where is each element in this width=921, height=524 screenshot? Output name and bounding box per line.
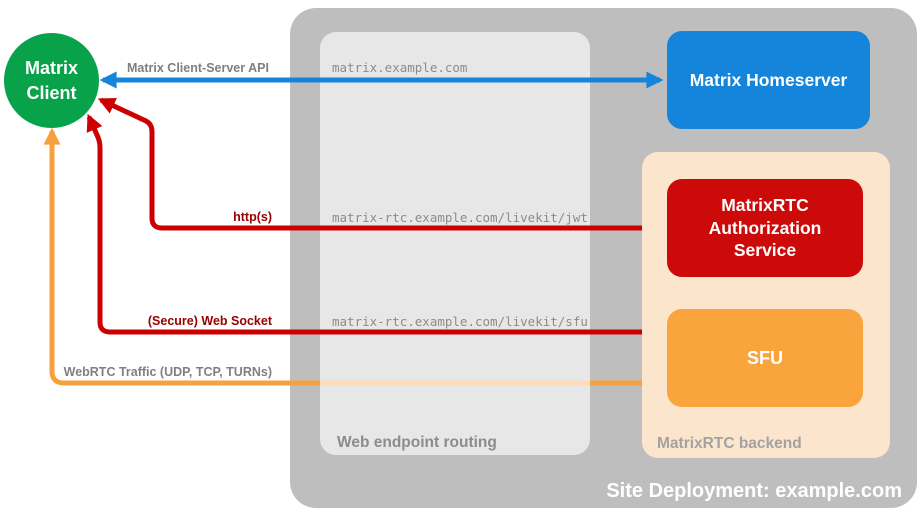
web-endpoint-routing-region	[320, 32, 590, 455]
client-server-api-label: Matrix Client-Server API	[127, 61, 269, 75]
matrix-client-label: Matrix Client	[24, 58, 78, 103]
matrix-homeserver-node: Matrix Homeserver	[667, 31, 870, 129]
web-endpoint-routing-label: Web endpoint routing	[337, 434, 497, 451]
webrtc-traffic-label: WebRTC Traffic (UDP, TCP, TURNs)	[63, 365, 272, 379]
endpoint-sfu-url: matrix-rtc.example.com/livekit/sfu	[332, 314, 588, 329]
matrixrtc-authorization-service-label: MatrixRTC Authorization Service	[708, 194, 822, 261]
websocket-label: (Secure) Web Socket	[147, 314, 272, 328]
site-deployment-label: Site Deployment: example.com	[606, 480, 902, 502]
matrixrtc-authorization-service-node: MatrixRTC Authorization Service	[667, 179, 863, 277]
sfu-label: SFU	[747, 347, 783, 368]
matrix-client-node: Matrix Client	[4, 33, 99, 128]
https-label: http(s)	[233, 210, 272, 224]
matrix-homeserver-label: Matrix Homeserver	[689, 69, 848, 90]
sfu-node: SFU	[667, 309, 863, 407]
endpoint-jwt-url: matrix-rtc.example.com/livekit/jwt	[332, 210, 588, 225]
endpoint-homeserver-url: matrix.example.com	[332, 60, 468, 75]
matrixrtc-backend-label: MatrixRTC backend	[657, 435, 802, 452]
